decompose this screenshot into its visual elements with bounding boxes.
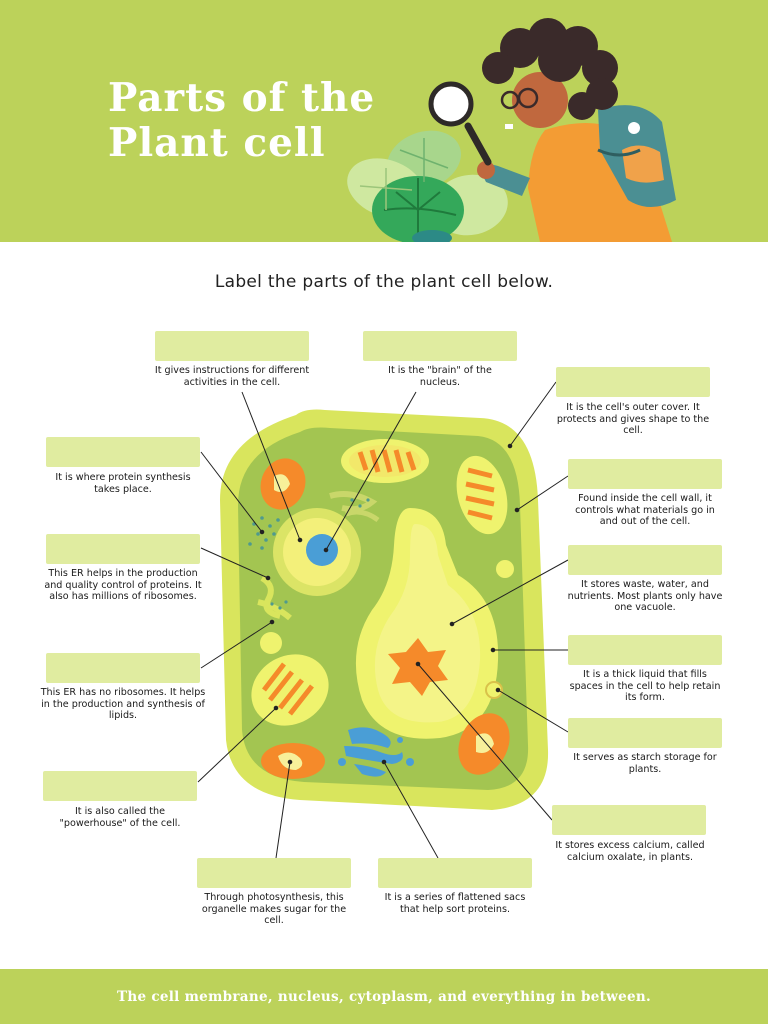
desc-cell-wall: It is the cell's outer cover. It protect… — [556, 402, 710, 436]
desc-vacuole: It stores waste, water, and nutrients. M… — [567, 579, 723, 613]
golgi-apparatus-shape — [338, 727, 414, 777]
endoplasmic-reticulum-shapes — [257, 491, 380, 621]
label-box-nucleus[interactable] — [155, 331, 309, 361]
desc-amyloplast: It serves as starch storage for plants. — [573, 752, 717, 775]
footer-banner — [0, 969, 768, 1024]
desc-rough-er: This ER helps in the production and qual… — [44, 568, 202, 602]
mitochondria-shapes — [260, 458, 510, 779]
desc-chloroplast: Through photosynthesis, this organelle m… — [201, 892, 347, 926]
title-line-1: Parts of the — [108, 75, 376, 121]
nucleolus-shape — [306, 534, 338, 566]
label-box-cytoplasm[interactable] — [568, 635, 722, 665]
desc-ribosomes: It is where protein synthesis takes plac… — [55, 472, 191, 495]
desc-golgi-apparatus: It is a series of flattened sacs that he… — [384, 892, 526, 915]
desc-calcium-oxalate-crystal: It stores excess calcium, called calcium… — [555, 840, 705, 863]
desc-smooth-er: This ER has no ribosomes. It helps in th… — [40, 687, 206, 721]
label-box-cell-membrane[interactable] — [568, 459, 722, 489]
desc-cell-membrane: Found inside the cell wall, it controls … — [575, 493, 715, 527]
magnifying-glass-icon — [428, 81, 492, 166]
label-box-cell-wall[interactable] — [556, 367, 710, 397]
label-box-ribosomes[interactable] — [46, 437, 200, 467]
footer-text: The cell membrane, nucleus, cytoplasm, a… — [116, 989, 651, 1005]
amyloplast-shape — [485, 681, 503, 699]
label-box-vacuole[interactable] — [568, 545, 722, 575]
desc-cytoplasm: It is a thick liquid that fills spaces i… — [569, 669, 721, 703]
leader-lines — [197, 381, 569, 859]
backpack-icon — [597, 105, 676, 207]
child-scientist-illustration — [347, 18, 676, 242]
label-box-smooth-er[interactable] — [46, 653, 200, 683]
desc-mitochondria: It is also called the "powerhouse" of th… — [59, 806, 181, 829]
page-title: Parts of the Plant cell — [108, 76, 375, 166]
desc-nucleus: It gives instructions for different acti… — [154, 365, 310, 388]
header-banner: Parts of the Plant cell — [0, 0, 768, 242]
chloroplast-shapes — [251, 439, 508, 726]
label-box-golgi-apparatus[interactable] — [378, 858, 532, 888]
ribosome-dots — [248, 498, 370, 610]
label-box-nucleolus[interactable] — [363, 331, 517, 361]
desc-nucleolus: It is the "brain" of the nucleus. — [388, 365, 492, 388]
label-box-mitochondria[interactable] — [43, 771, 197, 801]
label-box-chloroplast[interactable] — [197, 858, 351, 888]
leaves-illustration — [347, 130, 508, 242]
label-box-rough-er[interactable] — [46, 534, 200, 564]
instruction-text: Label the parts of the plant cell below. — [214, 272, 554, 292]
title-line-2: Plant cell — [108, 120, 326, 166]
label-box-amyloplast[interactable] — [568, 718, 722, 748]
label-box-calcium-oxalate-crystal[interactable] — [552, 805, 706, 835]
